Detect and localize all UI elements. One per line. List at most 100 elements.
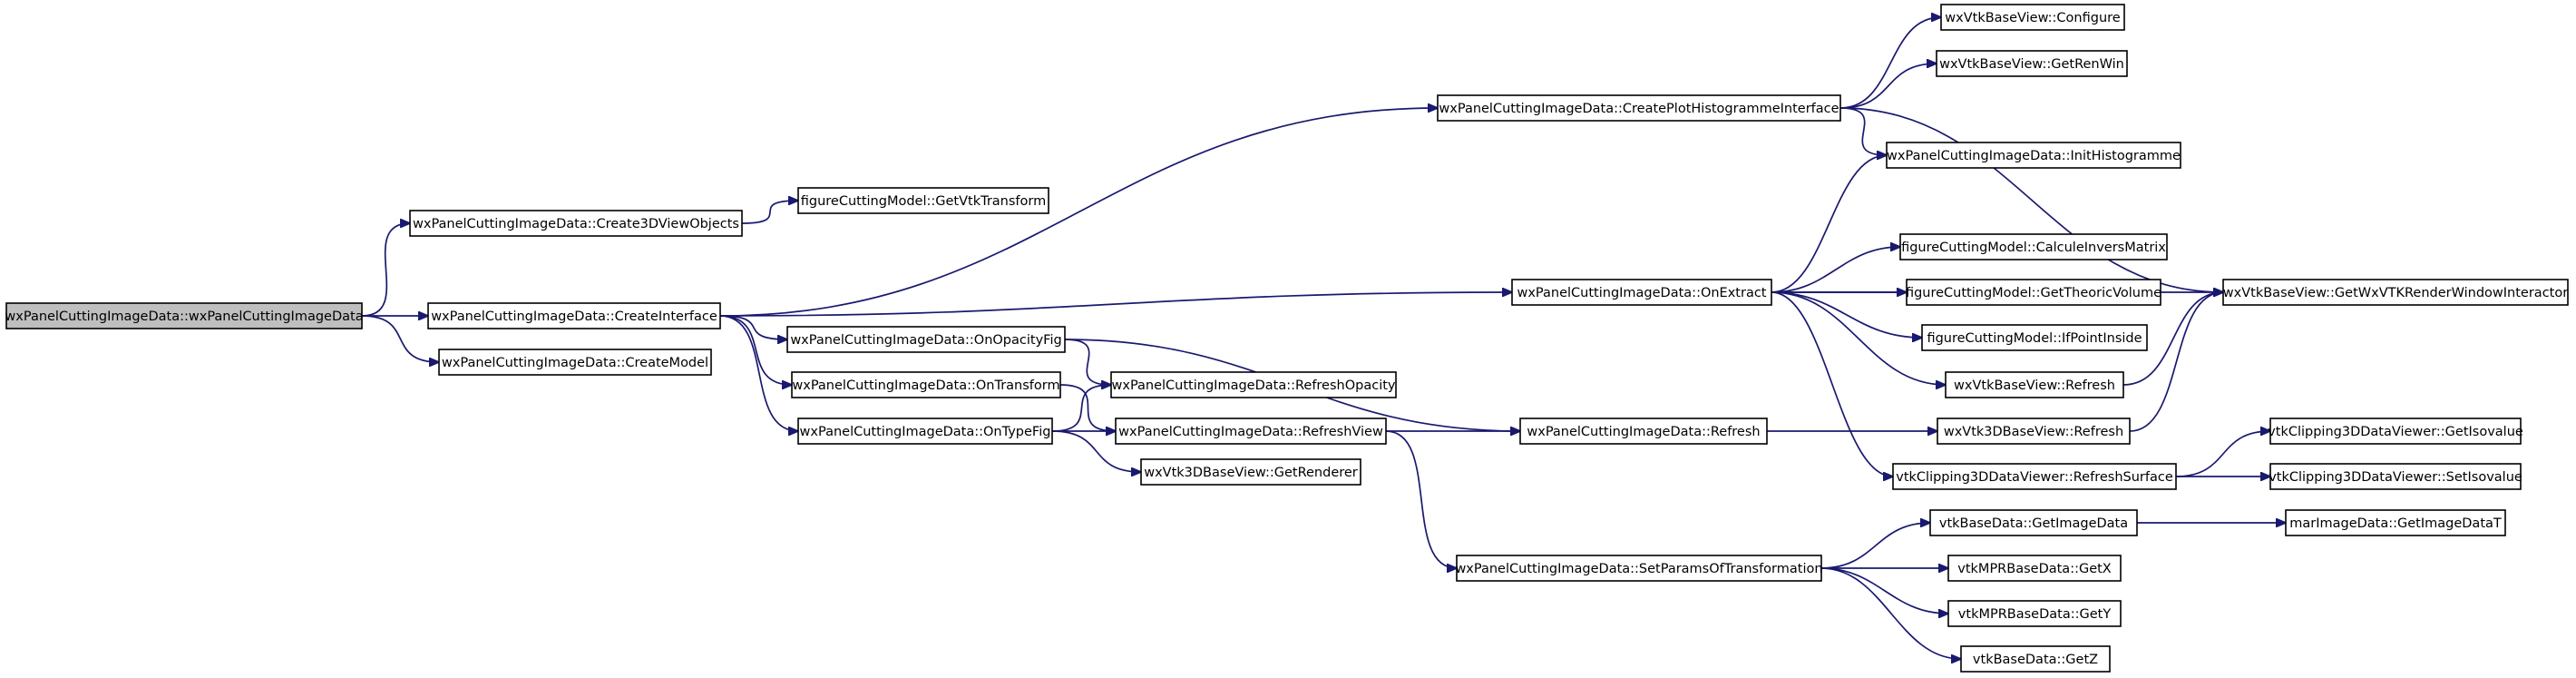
edges-layer bbox=[361, 17, 2286, 659]
edge-ci-to-ot bbox=[719, 315, 792, 385]
node-label: vtkBaseData::GetZ bbox=[1973, 653, 2098, 667]
edge-cphi-to-grw bbox=[1839, 64, 1937, 109]
node-label: wxPanelCuttingImageData::SetParamsOfTran… bbox=[1455, 562, 1822, 576]
node-cm[interactable]: wxPanelCuttingImageData::CreateModel bbox=[438, 349, 712, 376]
node-box bbox=[1940, 4, 2125, 31]
node-cim[interactable]: figureCuttingModel::CalculeInversMatrix bbox=[1899, 233, 2168, 260]
node-box bbox=[1945, 371, 2124, 398]
node-box bbox=[2269, 463, 2522, 490]
node-ot[interactable]: wxPanelCuttingImageData::OnTransform bbox=[791, 371, 1061, 398]
node-label: marImageData::GetImageDataT bbox=[2289, 516, 2502, 531]
node-ipi[interactable]: figureCuttingModel::IfPointInside bbox=[1921, 324, 2148, 351]
node-gz[interactable]: vtkBaseData::GetZ bbox=[1960, 645, 2111, 673]
edge-cphi-to-ih bbox=[1839, 107, 1887, 155]
node-ci[interactable]: wxPanelCuttingImageData::CreateInterface bbox=[427, 302, 721, 329]
edge-v3r-to-gwx bbox=[2129, 292, 2223, 432]
node-box bbox=[797, 418, 1053, 445]
node-label: wxVtkBaseView::Configure bbox=[1945, 11, 2120, 25]
node-rs[interactable]: vtkClipping3DDataViewer::RefreshSurface bbox=[1892, 463, 2177, 490]
edge-root-to-c3d bbox=[361, 223, 410, 317]
node-label: wxPanelCuttingImageData::CreateModel bbox=[442, 356, 708, 370]
node-cphi[interactable]: wxPanelCuttingImageData::CreatePlotHisto… bbox=[1437, 94, 1841, 122]
node-label: vtkMPRBaseData::GetY bbox=[1958, 607, 2112, 622]
node-oe[interactable]: wxPanelCuttingImageData::OnExtract bbox=[1511, 279, 1772, 306]
edge-ci-to-oof bbox=[719, 315, 787, 339]
node-label: wxPanelCuttingImageData::OnTypeFig bbox=[800, 425, 1051, 439]
node-oof[interactable]: wxPanelCuttingImageData::OnOpacityFig bbox=[786, 326, 1066, 353]
node-otf[interactable]: wxPanelCuttingImageData::OnTypeFig bbox=[797, 418, 1053, 445]
node-label: wxPanelCuttingImageData::RefreshView bbox=[1118, 425, 1383, 439]
node-label: wxPanelCuttingImageData::CreateInterface bbox=[431, 310, 717, 324]
edge-spot-to-gy bbox=[1820, 567, 1948, 614]
edge-rv-to-spot bbox=[1385, 430, 1457, 568]
edge-spot-to-gid bbox=[1820, 523, 1930, 569]
edge-ci-to-otf bbox=[719, 315, 798, 431]
node-label: vtkBaseData::GetImageData bbox=[1939, 516, 2128, 531]
edge-ci-to-oe bbox=[719, 292, 1512, 317]
edge-cphi-to-conf bbox=[1839, 17, 1941, 109]
node-box bbox=[2269, 418, 2522, 445]
node-ref[interactable]: wxPanelCuttingImageData::Refresh bbox=[1519, 418, 1768, 445]
node-siso[interactable]: vtkClipping3DDataViewer::SetIsovalue bbox=[2269, 463, 2522, 490]
node-box bbox=[1906, 279, 2161, 306]
edge-spot-to-gz bbox=[1820, 567, 1961, 659]
node-box bbox=[438, 349, 712, 376]
node-label: wxVtkBaseView::GetRenWin bbox=[1939, 57, 2124, 72]
node-gid[interactable]: vtkBaseData::GetImageData bbox=[1929, 509, 2138, 536]
node-box bbox=[1892, 463, 2177, 490]
node-giso[interactable]: vtkClipping3DDataViewer::GetIsovalue bbox=[2268, 418, 2523, 445]
node-box bbox=[1947, 600, 2122, 627]
node-label: wxPanelCuttingImageData::CreatePlotHisto… bbox=[1439, 102, 1839, 116]
edge-oof-to-ro bbox=[1064, 339, 1111, 385]
node-v3r[interactable]: wxVtk3DBaseView::Refresh bbox=[1937, 418, 2131, 445]
node-label: vtkMPRBaseData::GetX bbox=[1957, 562, 2112, 576]
node-conf[interactable]: wxVtkBaseView::Configure bbox=[1940, 4, 2125, 31]
node-gidt[interactable]: marImageData::GetImageDataT bbox=[2285, 509, 2506, 536]
node-label: wxPanelCuttingImageData::OnOpacityFig bbox=[790, 333, 1061, 348]
node-box bbox=[1886, 142, 2181, 169]
node-label: figureCuttingModel::CalculeInversMatrix bbox=[1901, 241, 2166, 255]
node-box bbox=[409, 210, 743, 237]
node-box bbox=[1511, 279, 1772, 306]
node-box bbox=[1140, 458, 1361, 486]
edge-oe-to-rs bbox=[1771, 291, 1893, 477]
node-root[interactable]: wxPanelCuttingImageData::wxPanelCuttingI… bbox=[5, 302, 364, 329]
edge-oe-to-ih bbox=[1771, 155, 1887, 293]
node-vbr[interactable]: wxVtkBaseView::Refresh bbox=[1945, 371, 2124, 398]
node-rv[interactable]: wxPanelCuttingImageData::RefreshView bbox=[1115, 418, 1387, 445]
node-ro[interactable]: wxPanelCuttingImageData::RefreshOpacity bbox=[1110, 371, 1397, 398]
node-box bbox=[1456, 555, 1822, 582]
edge-cphi-to-gwx bbox=[1839, 107, 2223, 292]
node-c3d[interactable]: wxPanelCuttingImageData::Create3DViewObj… bbox=[409, 210, 743, 237]
node-label: wxPanelCuttingImageData::OnTransform bbox=[792, 378, 1059, 393]
edge-ci-to-cphi bbox=[719, 108, 1438, 317]
node-label: vtkClipping3DDataViewer::GetIsovalue bbox=[2268, 425, 2523, 439]
node-grw[interactable]: wxVtkBaseView::GetRenWin bbox=[1936, 50, 2128, 77]
node-gy[interactable]: vtkMPRBaseData::GetY bbox=[1947, 600, 2122, 627]
edge-rs-to-giso bbox=[2175, 431, 2270, 477]
node-label: figureCuttingModel::GetVtkTransform bbox=[801, 194, 1046, 209]
node-gr[interactable]: wxVtk3DBaseView::GetRenderer bbox=[1140, 458, 1361, 486]
node-box bbox=[1936, 50, 2128, 77]
node-ih[interactable]: wxPanelCuttingImageData::InitHistogramme bbox=[1886, 142, 2181, 169]
node-label: wxPanelCuttingImageData::Refresh bbox=[1527, 425, 1760, 439]
node-label: figureCuttingModel::IfPointInside bbox=[1927, 331, 2142, 346]
node-label: wxPanelCuttingImageData::wxPanelCuttingI… bbox=[5, 310, 363, 324]
node-box bbox=[1921, 324, 2148, 351]
node-label: wxPanelCuttingImageData::InitHistogramme bbox=[1887, 149, 2181, 163]
node-label: wxVtk3DBaseView::Refresh bbox=[1944, 425, 2123, 439]
node-gwx[interactable]: wxVtkBaseView::GetWxVTKRenderWindowInter… bbox=[2222, 279, 2569, 306]
node-box bbox=[1929, 509, 2138, 536]
node-box bbox=[1937, 418, 2131, 445]
node-box bbox=[2285, 509, 2506, 536]
node-gtv[interactable]: figureCuttingModel::GetTheoricVolume bbox=[1906, 279, 2161, 306]
node-box bbox=[1115, 418, 1387, 445]
node-box bbox=[1437, 94, 1841, 122]
edge-ot-to-rv bbox=[1059, 384, 1116, 431]
edge-otf-to-gr bbox=[1051, 430, 1141, 472]
node-gx[interactable]: vtkMPRBaseData::GetX bbox=[1947, 555, 2122, 582]
node-gvt[interactable]: figureCuttingModel::GetVtkTransform bbox=[797, 187, 1049, 214]
node-spot[interactable]: wxPanelCuttingImageData::SetParamsOfTran… bbox=[1455, 555, 1823, 582]
node-label: wxVtkBaseView::GetWxVTKRenderWindowInter… bbox=[2223, 286, 2568, 300]
